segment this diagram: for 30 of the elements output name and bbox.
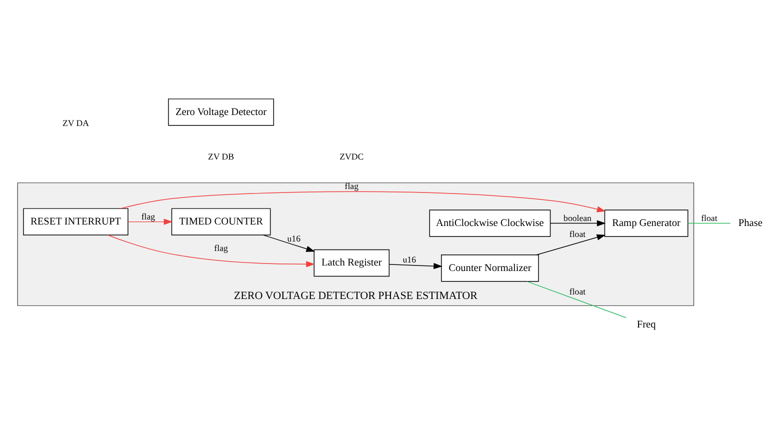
node-box: Counter Normalizer: [441, 254, 539, 282]
connector: [688, 222, 731, 224]
edge-label: float: [701, 212, 718, 223]
node-box: RESET INTERRUPT: [23, 208, 128, 236]
label: ZVDC: [340, 151, 364, 162]
edge-label: boolean: [564, 212, 592, 223]
label: ZV DB: [208, 151, 234, 162]
edge-label: flag: [344, 181, 358, 192]
node-box: Ramp Generator: [604, 210, 688, 237]
arrow: [120, 191, 606, 212]
edge-label: float: [569, 228, 586, 239]
arrow: [108, 234, 315, 268]
edge-label: u16: [402, 254, 416, 265]
node-box: Latch Register: [314, 249, 390, 277]
node-text: Freq: [636, 320, 656, 331]
node-box: AntiClockwise Clockwise: [429, 210, 551, 237]
edge-label: float: [569, 286, 586, 296]
edge-label: flag: [214, 242, 228, 253]
node-box: Zero Voltage Detector: [168, 98, 274, 126]
node-box: TIMED COUNTER: [171, 208, 271, 236]
arrow: [389, 262, 442, 270]
connector: [526, 281, 627, 318]
label: ZV DA: [62, 118, 90, 128]
node-text: Phase: [738, 218, 762, 230]
edge-label: u16: [287, 233, 300, 244]
arrow: [550, 220, 606, 226]
arrow: [536, 234, 606, 256]
edge-label: flag: [141, 211, 156, 222]
arrow: [262, 234, 316, 252]
arrow: [128, 218, 173, 225]
